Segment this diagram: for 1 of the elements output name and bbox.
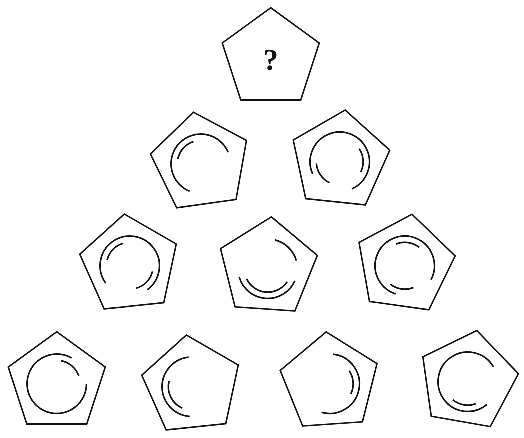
question-mark: ? bbox=[264, 44, 278, 78]
